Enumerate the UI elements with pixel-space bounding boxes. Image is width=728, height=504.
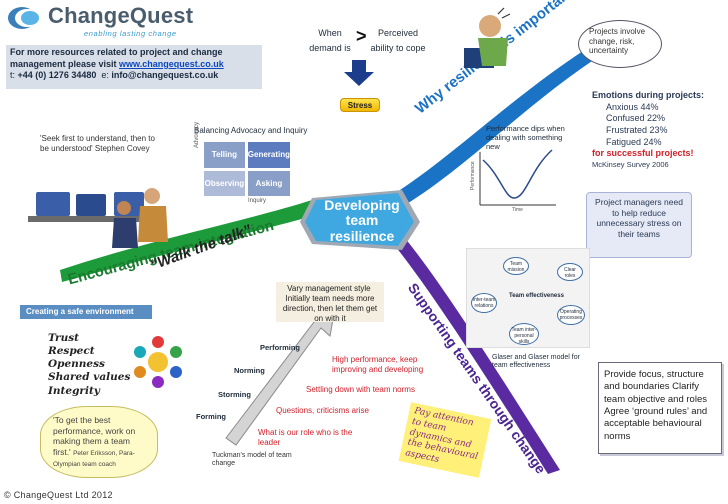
performance-curve <box>482 149 553 199</box>
changequest-logo-icon <box>8 7 39 29</box>
emotions-source: McKinsey Survey 2006 <box>592 160 669 170</box>
value-integrity: Integrity <box>48 384 100 397</box>
resources-prefix: management please visit <box>10 58 120 69</box>
advocacy-grid: Telling Generating Observing Asking <box>204 142 290 196</box>
vary-management-style: Vary management style Initially team nee… <box>276 282 384 323</box>
performance-dips-text: Performance dips when dealing with somet… <box>486 124 565 151</box>
value-respect: Respect <box>48 345 95 358</box>
grid-cell-telling: Telling <box>204 142 245 168</box>
central-topic: Developing team resilience <box>312 197 412 244</box>
central-line2: team <box>345 212 379 229</box>
value-openness: Openness <box>48 358 105 371</box>
eriksson-quote-text: 'To get the best performance, work on ma… <box>53 415 136 457</box>
emotion-frustrated: Frustrated 23% <box>606 125 668 136</box>
value-trust: Trust <box>48 332 79 344</box>
central-line1: Developing <box>324 197 400 213</box>
resources-line2: management please visit www.changequest.… <box>10 59 258 71</box>
stage-forming: Forming <box>196 412 226 421</box>
central-line3: resilience <box>329 227 395 244</box>
emotion-anxious: Anxious 44% <box>606 101 659 112</box>
node-processes: Operating processes <box>557 305 585 325</box>
value-shared: Shared values <box>48 371 131 384</box>
advocacy-y-label: Advocacy <box>194 121 200 148</box>
copyright-footer: © ChangeQuest Ltd 2012 <box>4 490 113 500</box>
stage-storming: Storming <box>218 390 251 399</box>
website-link[interactable]: www.changequest.co.uk <box>119 58 224 69</box>
email-address[interactable]: info@changequest.co.uk <box>111 70 219 81</box>
glaser-caption: Glaser and Glaser model for team effecti… <box>492 354 580 370</box>
emotion-confused: Confused 22% <box>606 113 666 124</box>
grid-cell-observing: Observing <box>204 170 245 196</box>
resources-line1: For more resources related to project an… <box>10 47 223 57</box>
phone-number: +44 (0) 1276 34480 <box>17 70 97 81</box>
emotions-successful: for successful projects! <box>592 148 694 159</box>
note-performing: High performance, keep improving and dev… <box>332 355 424 374</box>
grid-cell-generating: Generating <box>247 142 290 168</box>
emotion-fatigued: Fatigued 24% <box>606 136 662 147</box>
branch-top-right-shape <box>400 40 606 205</box>
down-arrow-shape <box>344 60 374 86</box>
team-guidance-scroll: Provide focus, structure and boundaries … <box>598 362 722 454</box>
stressed-thinker-icon <box>464 7 511 68</box>
node-roles: Clear roles <box>557 263 583 281</box>
note-storming: Questions, criticisms arise <box>276 406 369 415</box>
demand-text: demand is <box>309 43 351 54</box>
grid-cell-asking: Asking <box>247 170 290 196</box>
perceived-text: Perceived <box>377 28 419 38</box>
phone-label: t: <box>10 70 16 81</box>
performance-x-label: Time <box>512 207 523 213</box>
emotions-panel: Emotions during projects: Anxious 44% Co… <box>592 90 722 170</box>
stress-when: When demand is <box>305 28 355 55</box>
branch-bottom-right-shape <box>392 232 560 474</box>
contact-row: t: +44 (0) 1276 34480 e: info@changeques… <box>10 70 258 82</box>
stress-badge: Stress <box>340 98 380 112</box>
when-text: When <box>318 28 342 38</box>
safe-environment-header: Creating a safe environment <box>20 305 152 319</box>
node-mission: Team mission <box>503 257 529 275</box>
emotions-title: Emotions during projects: <box>592 90 705 100</box>
project-managers-note: Project managers need to help reduce unn… <box>586 192 692 258</box>
stress-perceived: Perceived ability to cope <box>362 28 434 55</box>
stage-norming: Norming <box>234 366 265 375</box>
node-interteam: Inter-team relations <box>471 293 497 313</box>
node-interpersonal: Team inter-personal skills <box>509 323 539 345</box>
note-norming: Settling down with team norms <box>306 385 415 394</box>
eriksson-quote: 'To get the best performance, work on ma… <box>40 406 158 478</box>
eriksson-quote-author: Peter Eriksson, Para-Olympian team coach <box>53 449 135 468</box>
covey-quote: 'Seek first to understand, then to be un… <box>40 134 155 153</box>
ability-text: ability to cope <box>370 43 426 54</box>
note-forming: What is our role who is the leader <box>258 428 353 447</box>
resources-box: For more resources related to project an… <box>6 45 262 89</box>
tuckman-model-caption: Tuckman's model of team change <box>212 452 292 468</box>
advocacy-x-label: Inquiry <box>248 198 267 204</box>
stage-performing: Performing <box>260 343 301 352</box>
email-label: e: <box>101 70 109 81</box>
advocacy-title: Balancing Advocacy and Inquiry <box>194 126 308 135</box>
projects-cloud: Projects involve change, risk, uncertain… <box>578 20 662 68</box>
brand-tagline: enabling lasting change <box>84 29 177 38</box>
people-at-computers-icon <box>28 188 168 248</box>
team-circle-icon <box>134 336 182 388</box>
branch-left-shape <box>60 200 320 282</box>
performance-y-label: Performance <box>470 161 476 190</box>
team-effectiveness-title: Team effectiveness <box>509 293 564 299</box>
greater-than-sign: > <box>356 26 367 46</box>
team-effectiveness-diagram: Team mission Clear roles Operating proce… <box>466 248 590 348</box>
brand-name: ChangeQuest <box>48 3 194 28</box>
values-list: Trust Respect Openness Shared values Int… <box>48 332 130 398</box>
